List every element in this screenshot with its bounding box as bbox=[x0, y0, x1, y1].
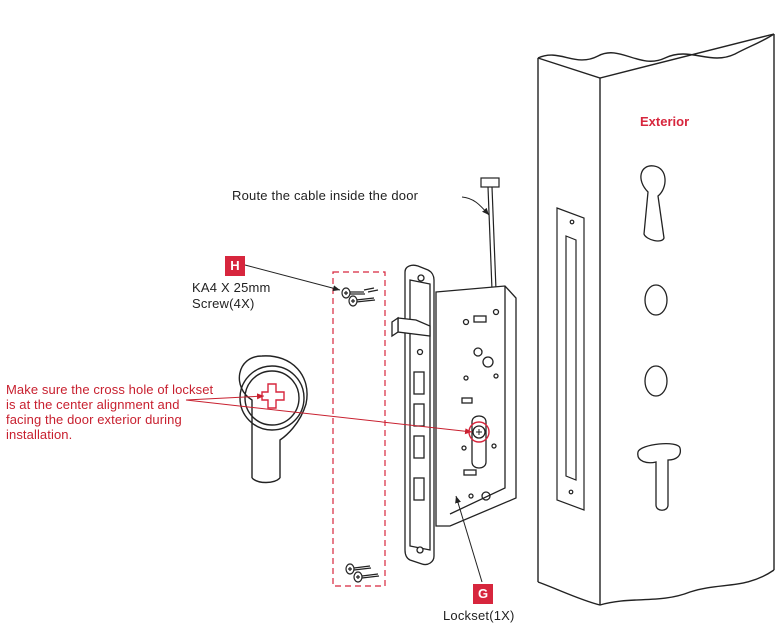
cable bbox=[480, 177, 500, 291]
lockset-badge: G bbox=[473, 584, 493, 604]
screws-bottom bbox=[345, 563, 380, 583]
door-face-holes bbox=[637, 165, 682, 511]
note-line: facing the door exterior during bbox=[6, 412, 182, 427]
lockset-leader-line bbox=[455, 495, 483, 583]
alignment-note: Make sure the cross hole of lockset is a… bbox=[6, 382, 213, 442]
note-leader-line-detail bbox=[185, 393, 265, 401]
screw-qty-label: Screw(4X) bbox=[192, 296, 255, 311]
door-exterior-label: Exterior bbox=[640, 114, 690, 129]
door-slab bbox=[537, 33, 775, 606]
screw-leader-line bbox=[244, 264, 341, 292]
cross-hole-detail bbox=[238, 355, 308, 484]
note-leader-line-lockset bbox=[185, 399, 473, 435]
note-line: is at the center alignment and bbox=[6, 397, 180, 412]
screws-top bbox=[341, 287, 379, 307]
screw-badge: H bbox=[225, 256, 245, 276]
screw-spec-label: KA4 X 25mm bbox=[192, 280, 271, 295]
door-edge-mortise bbox=[556, 207, 585, 511]
lockset-body bbox=[391, 264, 517, 566]
screw-group-outline bbox=[332, 271, 386, 587]
cable-leader-line bbox=[461, 196, 490, 216]
cable-route-label: Route the cable inside the door bbox=[232, 188, 419, 203]
cylinder-highlight-ring bbox=[468, 421, 490, 443]
lockset-qty-label: Lockset(1X) bbox=[443, 608, 515, 623]
note-line: installation. bbox=[6, 427, 73, 442]
note-line: Make sure the cross hole of lockset bbox=[6, 382, 214, 397]
